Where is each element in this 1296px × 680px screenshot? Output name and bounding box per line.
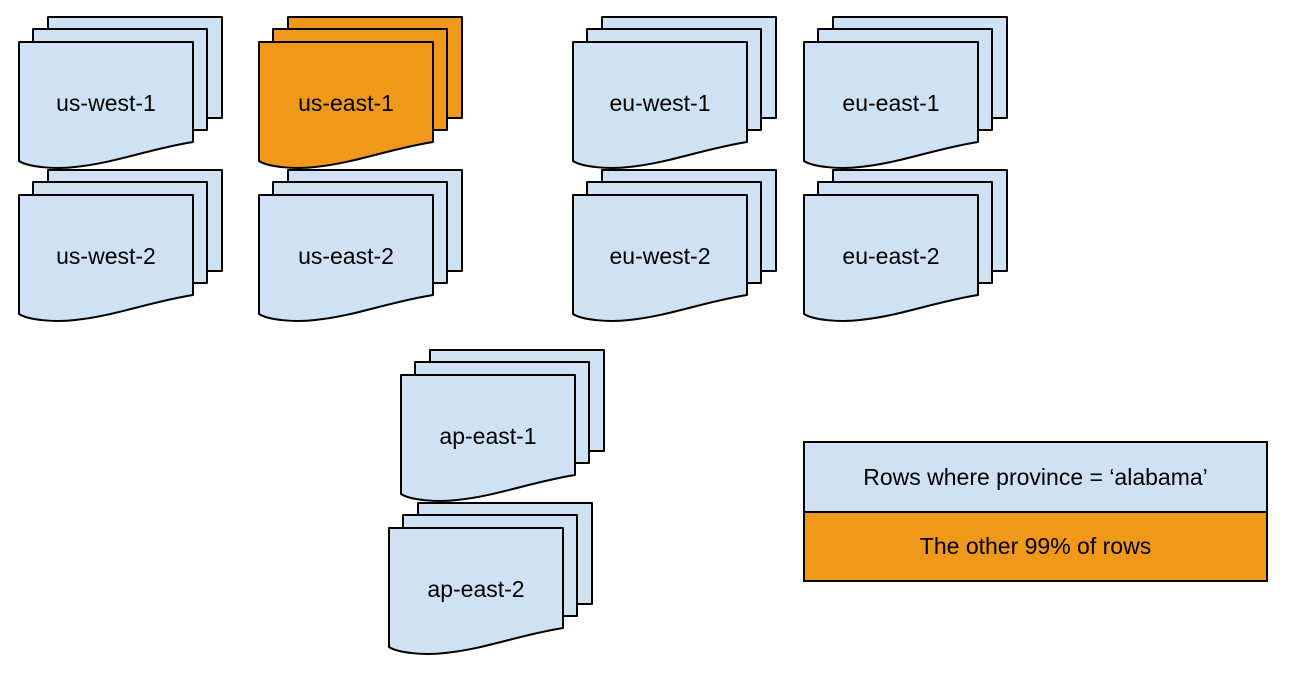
- multi-document-icon: us-west-1: [18, 16, 223, 169]
- multi-document-icon: eu-east-1: [803, 16, 1008, 169]
- region-label: us-west-2: [56, 243, 156, 269]
- region-label: eu-west-2: [610, 243, 711, 269]
- legend: Rows where province = ‘alabama’ The othe…: [803, 441, 1268, 582]
- region-stack-ap-east-2: ap-east-2: [388, 502, 594, 658]
- legend-label-other-rows: The other 99% of rows: [919, 533, 1152, 559]
- legend-row-other-rows: The other 99% of rows: [805, 513, 1266, 580]
- region-label: us-west-1: [56, 90, 156, 116]
- region-stack-ap-east-1: ap-east-1: [400, 349, 606, 505]
- region-stack-eu-west-2: eu-west-2: [572, 169, 778, 325]
- multi-document-icon: us-west-2: [18, 169, 223, 322]
- region-stack-us-west-1: us-west-1: [18, 16, 224, 172]
- region-label: ap-east-2: [427, 576, 524, 602]
- multi-document-icon: eu-east-2: [803, 169, 1008, 322]
- legend-label-alabama: Rows where province = ‘alabama’: [863, 463, 1208, 490]
- region-stack-us-east-2: us-east-2: [258, 169, 464, 325]
- region-label: eu-east-1: [842, 90, 939, 116]
- region-stack-eu-east-1: eu-east-1: [803, 16, 1009, 172]
- region-label: ap-east-1: [439, 423, 536, 449]
- region-stack-eu-west-1: eu-west-1: [572, 16, 778, 172]
- region-stack-us-east-1: us-east-1: [258, 16, 464, 172]
- region-label: us-east-2: [298, 243, 394, 269]
- region-label: us-east-1: [298, 90, 394, 116]
- multi-document-icon: eu-west-1: [572, 16, 777, 169]
- region-stack-us-west-2: us-west-2: [18, 169, 224, 325]
- multi-document-icon: us-east-1: [258, 16, 463, 169]
- region-stack-eu-east-2: eu-east-2: [803, 169, 1009, 325]
- multi-document-icon: eu-west-2: [572, 169, 777, 322]
- multi-document-icon: ap-east-2: [388, 502, 593, 655]
- multi-document-icon: ap-east-1: [400, 349, 605, 502]
- region-label: eu-west-1: [610, 90, 711, 116]
- region-label: eu-east-2: [842, 243, 939, 269]
- legend-row-alabama: Rows where province = ‘alabama’: [805, 443, 1266, 513]
- multi-document-icon: us-east-2: [258, 169, 463, 322]
